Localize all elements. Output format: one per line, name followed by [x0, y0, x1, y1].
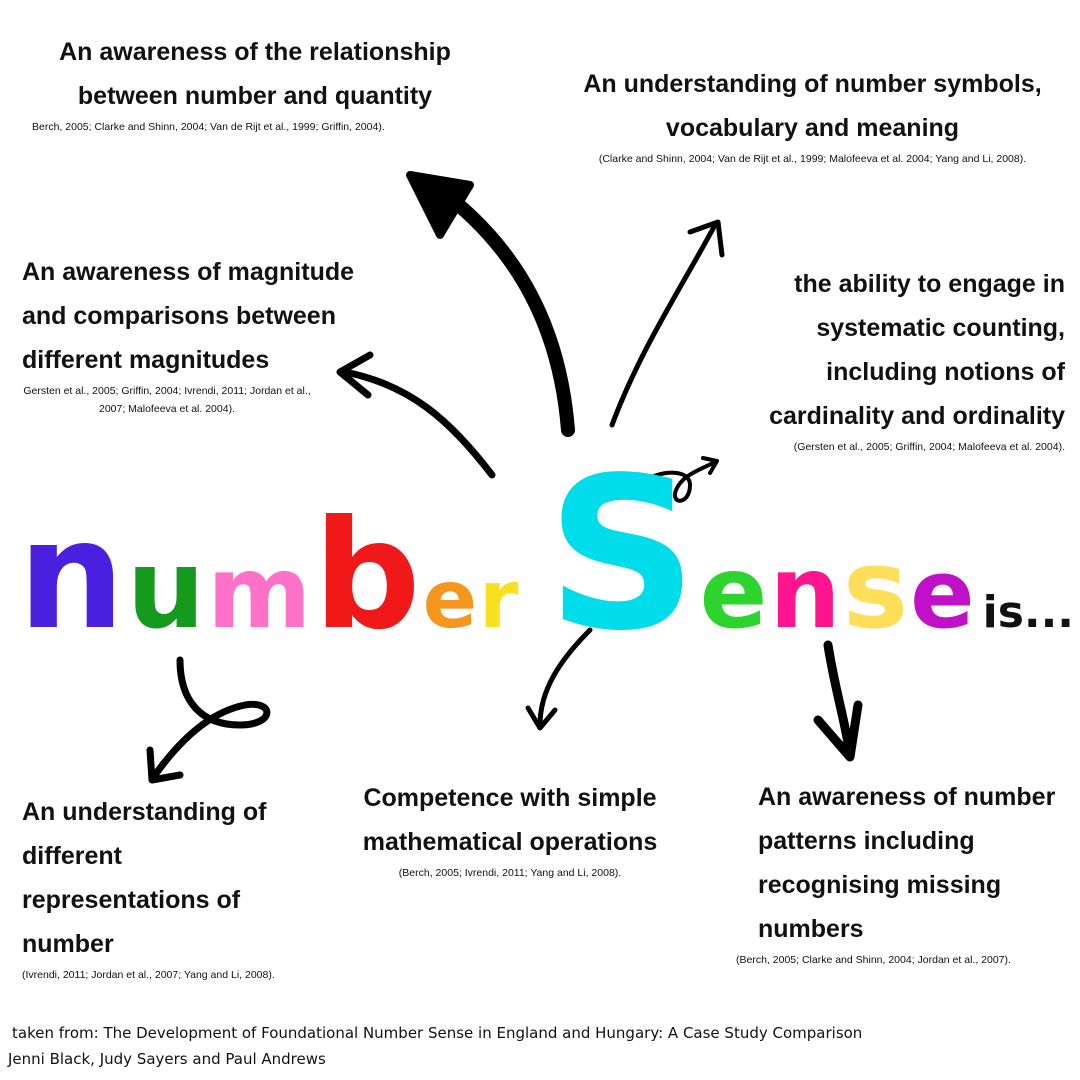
group-patterns: An awareness of number patterns includin… [736, 775, 1068, 969]
citation-operations: (Berch, 2005; Ivrendi, 2011; Yang and Li… [398, 867, 622, 879]
arrow-to-counting [648, 456, 719, 503]
title-letter: r [478, 553, 519, 646]
title-letter: e [422, 553, 477, 646]
title-letter: S [546, 432, 698, 677]
arrow-to-quantity [406, 171, 575, 437]
title-suffix: is... [982, 587, 1075, 638]
arrow-to-symbols [609, 219, 725, 428]
item-representations: An understanding of different representa… [22, 798, 267, 958]
title-letter: n [18, 489, 125, 663]
title-letter: e [699, 534, 768, 651]
title-letter: n [769, 534, 841, 651]
item-magnitude: An awareness of magnitude and comparison… [22, 258, 355, 374]
footer-authors: Jenni Black, Judy Sayers and Paul Andrew… [8, 1050, 326, 1068]
group-representations: An understanding of different representa… [22, 790, 275, 984]
item-counting: the ability to engage in systematic coun… [769, 270, 1065, 430]
item-quantity: An awareness of the relationship between… [59, 38, 451, 110]
arrow-to-patterns [813, 640, 863, 762]
arrow-to-operations [525, 627, 593, 731]
citation-counting: (Gersten et al., 2005; Griffin, 2004; Ma… [793, 441, 1065, 453]
arrow-to-magnitude [336, 351, 496, 479]
footer-source: taken from: The Development of Foundatio… [12, 1024, 863, 1042]
group-quantity: An awareness of the relationship between… [20, 30, 490, 136]
citation-quantity: Berch, 2005; Clarke and Shinn, 2004; Van… [32, 121, 385, 133]
item-operations: Competence with simple mathematical oper… [362, 784, 658, 856]
title-letter: e [910, 540, 975, 650]
group-counting: the ability to engage in systematic coun… [700, 262, 1065, 456]
item-patterns: An awareness of number patterns includin… [758, 783, 1056, 943]
title-letter: m [207, 534, 312, 651]
group-magnitude: An awareness of magnitude and comparison… [22, 250, 402, 418]
title-letter: s [842, 525, 909, 653]
citation-representations: (Ivrendi, 2011; Jordan et al., 2007; Yan… [22, 969, 275, 981]
group-symbols: An understanding of number symbols, voca… [555, 62, 1070, 168]
title-letter: b [313, 489, 421, 663]
citation-patterns: (Berch, 2005; Clarke and Shinn, 2004; Jo… [736, 954, 1011, 966]
title-letter: u [126, 525, 206, 653]
citation-magnitude: Gersten et al., 2005; Griffin, 2004; Ivr… [23, 385, 311, 415]
citation-symbols: (Clarke and Shinn, 2004; Van de Rijt et … [598, 153, 1027, 165]
group-operations: Competence with simple mathematical oper… [335, 776, 685, 882]
arrow-to-representations [146, 656, 271, 784]
item-symbols: An understanding of number symbols, voca… [583, 70, 1042, 142]
